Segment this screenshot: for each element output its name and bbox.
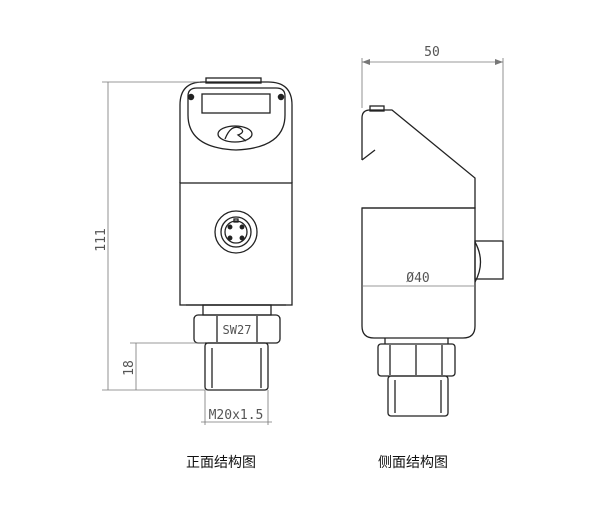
front-thread bbox=[204, 342, 269, 391]
thread-length-label: 18 bbox=[122, 360, 137, 376]
side-head-housing bbox=[361, 109, 476, 209]
wrench-size-label: SW27 bbox=[223, 323, 252, 337]
front-view-caption: 正面结构图 bbox=[186, 455, 256, 471]
side-top-cap bbox=[369, 105, 385, 112]
side-view-caption: 侧面结构图 bbox=[378, 455, 448, 471]
height-total-label: 111 bbox=[94, 228, 109, 251]
front-body bbox=[179, 182, 293, 306]
side-dimensions bbox=[361, 58, 504, 287]
width-label: 50 bbox=[424, 45, 440, 60]
front-dimensions bbox=[102, 81, 272, 425]
side-body bbox=[361, 207, 476, 339]
front-top-cap bbox=[205, 77, 262, 84]
diameter-label: Ø40 bbox=[406, 271, 429, 286]
m12-connector-icon bbox=[214, 210, 258, 254]
front-display-window bbox=[201, 93, 271, 114]
status-led-right-icon bbox=[277, 93, 285, 101]
front-head-housing bbox=[179, 81, 293, 183]
side-connector bbox=[474, 240, 504, 280]
width-arrow-left-icon bbox=[362, 59, 370, 65]
brand-logo-icon bbox=[217, 125, 253, 143]
front-view bbox=[179, 77, 293, 391]
front-neck bbox=[202, 304, 272, 316]
side-view bbox=[361, 105, 504, 417]
side-thread bbox=[387, 375, 449, 417]
status-led-left-icon bbox=[187, 93, 195, 101]
thread-spec-label: M20x1.5 bbox=[209, 408, 264, 423]
front-display-bezel bbox=[187, 87, 286, 151]
side-connector-bulge bbox=[474, 241, 482, 283]
width-arrow-right-icon bbox=[495, 59, 503, 65]
side-head-edge bbox=[361, 149, 376, 161]
